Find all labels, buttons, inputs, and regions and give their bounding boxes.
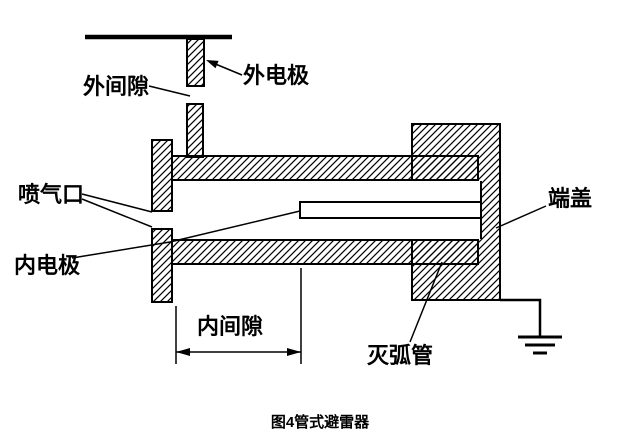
gas-port-leader-line-2 xyxy=(81,198,153,228)
arc-tube-leader-line xyxy=(409,261,443,343)
end-cap-leader-line xyxy=(495,205,547,229)
left-flange-lower xyxy=(151,228,173,303)
figure-caption: 图4管式避雷器 xyxy=(271,413,370,431)
outer-electrode-arrowhead xyxy=(206,60,219,69)
tube-top-wall xyxy=(171,155,479,181)
dimension-arrow-right xyxy=(287,348,301,356)
dimension-arrow-left xyxy=(176,348,190,356)
gas-port-leader-line-1 xyxy=(81,193,153,213)
inner-electrode-rod xyxy=(299,201,482,219)
label-gas-port: 喷气口 xyxy=(18,182,84,207)
label-outer-gap: 外间隙 xyxy=(83,74,149,99)
label-arc-tube: 灭弧管 xyxy=(367,343,433,368)
tube-bottom-wall xyxy=(171,239,479,265)
label-inner-gap: 内间隙 xyxy=(197,314,263,339)
left-flange-upper xyxy=(151,139,173,212)
ground-wire xyxy=(500,298,542,336)
outer-electrode-upper-bar xyxy=(186,38,205,87)
ground-symbol-icon xyxy=(518,335,562,355)
label-inner-electrode: 内电极 xyxy=(14,253,81,278)
outer-gap-leader-line xyxy=(148,85,191,97)
inner-gap-dimension xyxy=(175,268,302,364)
inner-electrode-leader-line xyxy=(71,210,301,259)
outer-electrode-lower-bar xyxy=(186,103,204,158)
outer-electrode-leader-line xyxy=(212,62,243,76)
label-outer-electrode: 外电极 xyxy=(243,63,310,88)
label-end-cap: 端盖 xyxy=(548,186,592,211)
